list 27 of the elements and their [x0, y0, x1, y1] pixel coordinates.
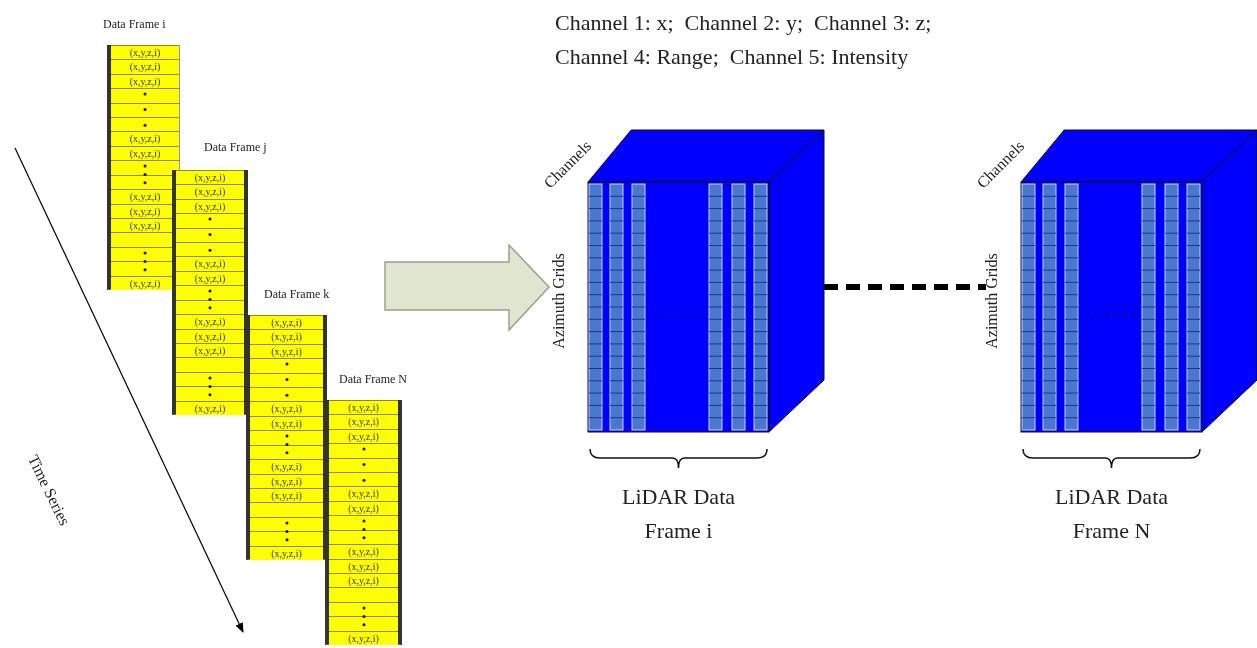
axis-label: Azimuth Grids — [549, 253, 568, 349]
axis-label: Azimuth Grids — [982, 253, 1001, 349]
block-arrow — [384, 243, 551, 332]
point-cell: (x,y,z,i) — [250, 401, 323, 416]
frame-label: LiDAR Data Frame N — [1054, 483, 1169, 545]
frame-title: Data Frame k — [264, 287, 330, 302]
frame-title: Data Frame i — [103, 17, 166, 32]
dashed-connector — [824, 284, 986, 290]
point-cell: (x,y,z,i) — [111, 45, 179, 60]
frame-title: Data Frame N — [339, 372, 407, 387]
point-cell: (x,y,z,i) — [176, 170, 244, 185]
point-cell: (x,y,z,i) — [176, 184, 244, 199]
point-cell: (x,y,z,i) — [329, 414, 398, 429]
point-cell: (x,y,z,i) — [329, 544, 398, 559]
point-cell: (x,y,z,i) — [111, 131, 179, 146]
point-cell: (x,y,z,i) — [329, 400, 398, 415]
point-cell: (x,y,z,i) — [250, 315, 323, 330]
channel-note: Channel 1: x; Channel 2: y; Channel 3: z; Channel 4: Range; Channel 5: Intensity — [555, 9, 933, 71]
frame-label: LiDAR Data Frame i — [621, 483, 736, 545]
point-cell: (x,y,z,i) — [329, 486, 398, 501]
point-cell: (x,y,z,i) — [250, 459, 323, 474]
frame-title: Data Frame j — [204, 140, 267, 155]
point-cell: (x,y,z,i) — [176, 256, 244, 271]
point-cell: (x,y,z,i) — [111, 59, 179, 74]
axis-label: Time Series — [23, 452, 74, 529]
point-cell: (x,y,z,i) — [176, 314, 244, 329]
point-cell: (x,y,z,i) — [250, 329, 323, 344]
